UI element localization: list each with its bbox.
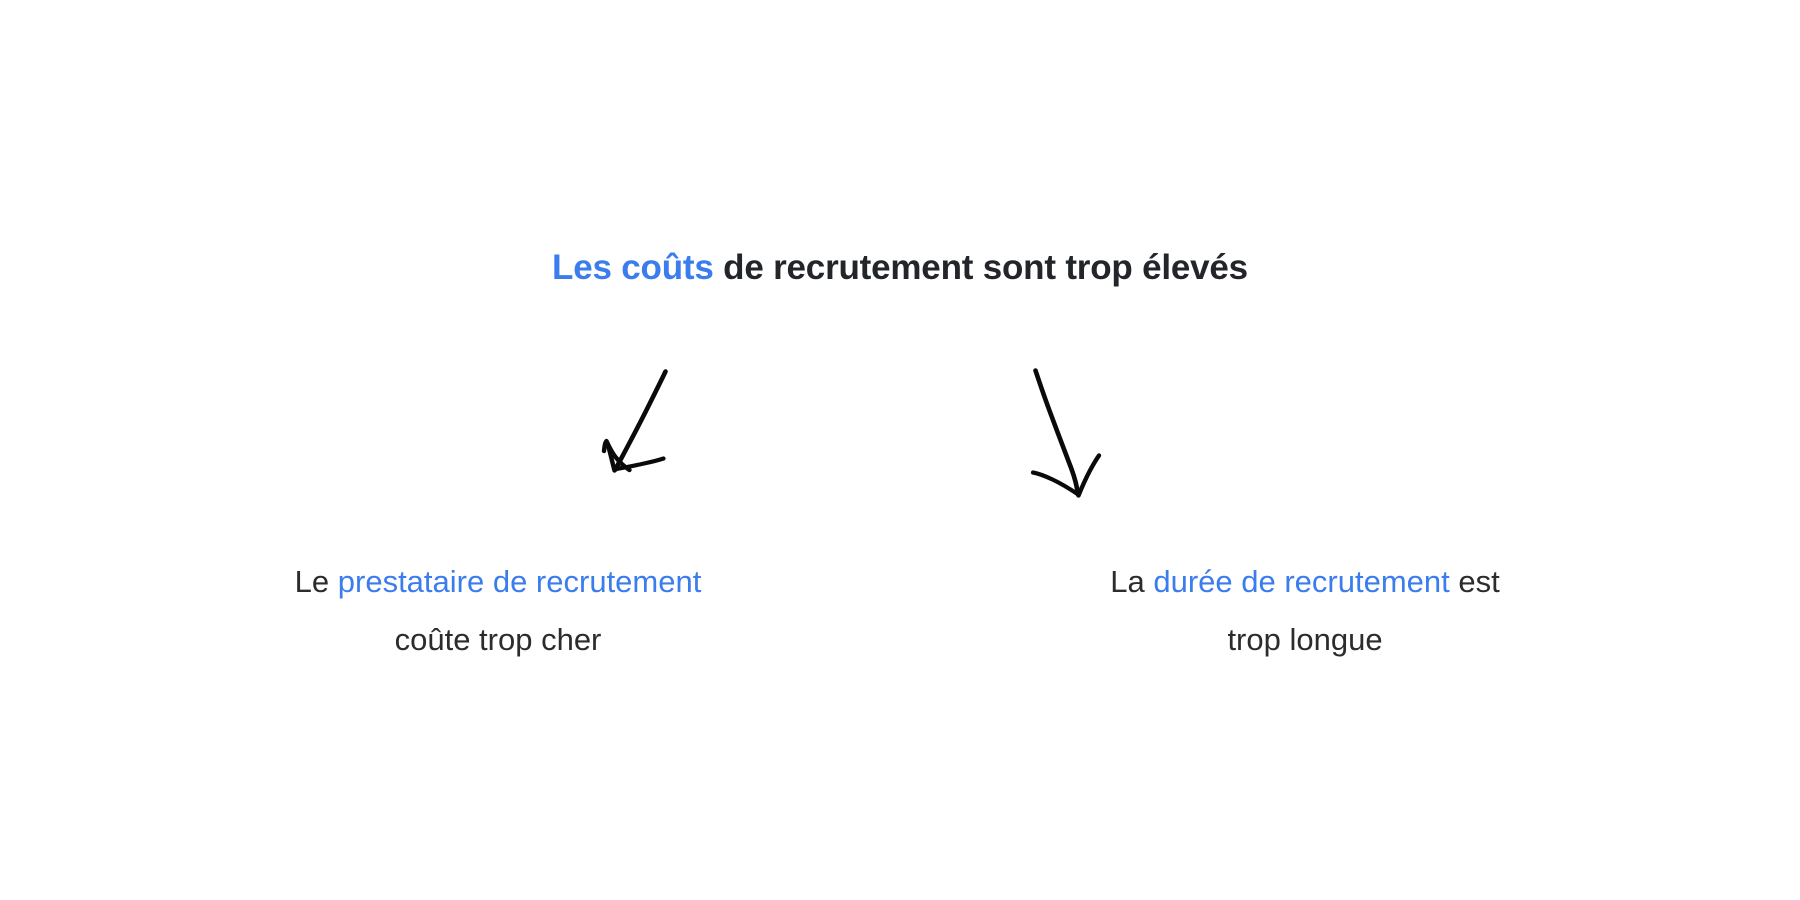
branch-right-prefix: La — [1110, 564, 1154, 599]
branch-statement-right: La durée de recrutement est trop longue — [1025, 553, 1585, 669]
branch-left-prefix: Le — [294, 564, 338, 599]
branch-left-accent-phrase: prestataire de recrutement — [337, 564, 702, 599]
branch-right-line-2: trop longue — [1227, 622, 1383, 657]
page-title: Les coûts de recrutement sont trop élevé… — [0, 248, 1800, 288]
branch-left-line-1: Le prestataire de recrutement — [218, 553, 778, 611]
hand-drawn-arrow-down-right-icon — [1030, 368, 1102, 498]
branch-left-line-2: coûte trop cher — [394, 622, 602, 657]
hand-drawn-arrow-down-left-icon — [601, 369, 668, 473]
branch-statement-left: Le prestataire de recrutement coûte trop… — [218, 553, 778, 669]
headline-accent-phrase: Les coûts — [552, 248, 714, 287]
branch-right-line-1: La durée de recrutement est — [1025, 553, 1585, 611]
headline-rest-phrase: de recrutement sont trop élevés — [713, 248, 1248, 287]
branch-right-suffix: est — [1449, 564, 1500, 599]
branch-right-accent-phrase: durée de recrutement — [1153, 564, 1450, 599]
